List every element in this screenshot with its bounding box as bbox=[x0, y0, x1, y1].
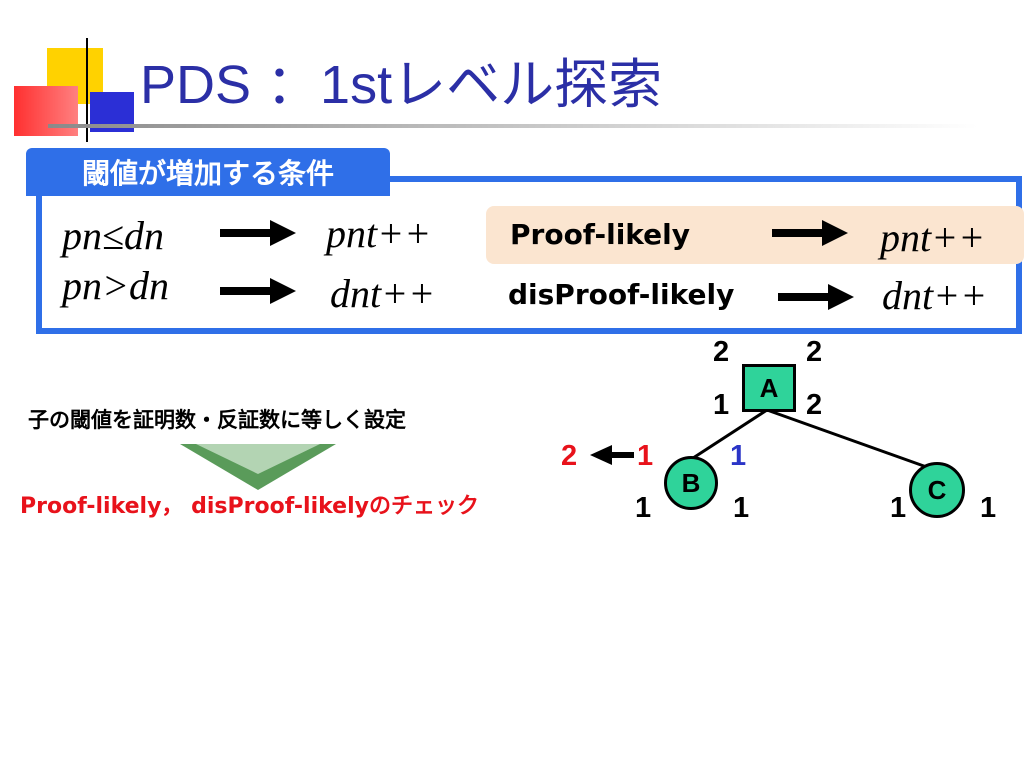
node-b-bottom-left: 1 bbox=[635, 492, 652, 524]
step2-proof: Proof-likely， bbox=[20, 494, 184, 519]
node-a: A bbox=[742, 364, 796, 412]
row2-tag-result: dnt++ bbox=[882, 273, 988, 318]
node-a-top-left: 2 bbox=[713, 336, 730, 368]
node-b-label: B bbox=[681, 467, 701, 498]
deco-vertical-line bbox=[86, 38, 88, 142]
node-b-top-right: 1 bbox=[730, 440, 747, 472]
node-a-bottom-right: 2 bbox=[806, 389, 823, 421]
node-c-bottom-right: 1 bbox=[980, 492, 997, 524]
condition-tab-label: 閾値が増加する条件 bbox=[81, 157, 334, 190]
node-c-label: C bbox=[927, 474, 947, 505]
step-down-arrow-shine bbox=[196, 444, 320, 474]
edge-a-c bbox=[766, 408, 936, 472]
node-a-bottom-left: 1 bbox=[713, 389, 730, 421]
condition-tab: 閾値が増加する条件 bbox=[26, 148, 390, 196]
node-c-bottom-left: 1 bbox=[890, 492, 907, 524]
node-c: C bbox=[909, 462, 965, 518]
title-underline bbox=[48, 124, 978, 128]
edge-a-b bbox=[689, 408, 768, 462]
node-b-bottom-right: 1 bbox=[733, 492, 750, 524]
node-b-prev-value: 2 bbox=[561, 440, 578, 472]
row1-condition: pn≤dn bbox=[62, 213, 164, 258]
row2-tag: disProof-likely bbox=[508, 278, 735, 311]
step2-check: のチェック bbox=[368, 494, 479, 519]
step2-text: Proof-likely， disProof-likelyのチェック bbox=[20, 488, 479, 520]
page-title: PDS ：1stレベル探索 bbox=[140, 55, 663, 115]
row1-tag-result: pnt++ bbox=[880, 215, 986, 260]
node-a-label: A bbox=[759, 372, 779, 403]
row1-tag: Proof-likely bbox=[510, 218, 691, 251]
proof-likely-highlight bbox=[486, 206, 1024, 264]
node-a-top-right: 2 bbox=[806, 336, 823, 368]
row2-result: dnt++ bbox=[330, 271, 436, 316]
step2-disproof: disProof-likely bbox=[191, 494, 369, 519]
node-b-top-left: 1 bbox=[637, 440, 654, 472]
row2-condition: pn>dn bbox=[62, 263, 169, 308]
row1-result: pnt++ bbox=[326, 211, 432, 256]
step1-text: 子の閾値を証明数・反証数に等しく設定 bbox=[28, 408, 406, 432]
node-b: B bbox=[664, 456, 718, 510]
